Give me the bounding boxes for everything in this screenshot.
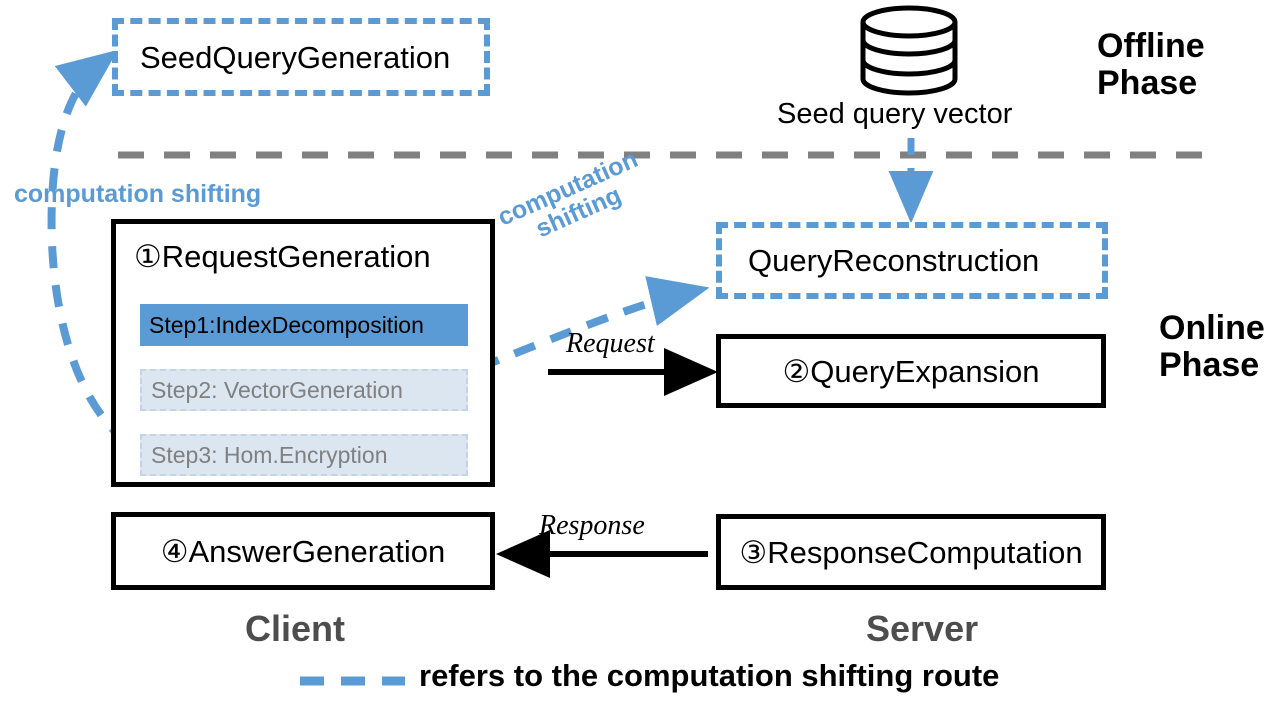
database-cylinder-icon	[860, 5, 958, 96]
query-expansion-box[interactable]: ②QueryExpansion	[716, 334, 1106, 408]
response-computation-box[interactable]: ③ResponseComputation	[716, 514, 1106, 590]
offline-phase-line2: Phase	[1097, 63, 1198, 102]
client-side-label: Client	[245, 608, 346, 649]
seed-query-vector-caption: Seed query vector	[777, 98, 1013, 130]
step2-label: Step2: VectorGeneration	[151, 376, 403, 403]
offline-phase-line1: Offline	[1097, 27, 1205, 65]
online-phase-label: Online Phase	[1159, 310, 1265, 383]
step3-hom-encryption[interactable]: Step3: Hom.Encryption	[140, 434, 468, 476]
online-phase-line2: Phase	[1159, 345, 1260, 384]
query-expansion-label: ②QueryExpansion	[782, 353, 1040, 389]
online-phase-line1: Online	[1159, 309, 1265, 347]
request-edge-label: Request	[566, 328, 655, 359]
legend-text: refers to the computation shifting route	[419, 658, 1000, 693]
step2-vector-generation[interactable]: Step2: VectorGeneration	[140, 369, 468, 411]
seed-query-generation-box[interactable]: SeedQueryGeneration	[112, 18, 490, 96]
step1-index-decomposition[interactable]: Step1:IndexDecomposition	[140, 304, 468, 346]
request-generation-title: ①RequestGeneration	[134, 239, 431, 274]
answer-generation-label: ④AnswerGeneration	[160, 533, 446, 569]
query-reconstruction-label: QueryReconstruction	[748, 243, 1040, 278]
server-side-label: Server	[866, 608, 979, 649]
query-reconstruction-box[interactable]: QueryReconstruction	[716, 222, 1108, 299]
offline-phase-label: Offline Phase	[1097, 28, 1205, 101]
seed-query-generation-label: SeedQueryGeneration	[140, 39, 451, 75]
response-computation-label: ③ResponseComputation	[739, 534, 1083, 570]
response-edge-label: Response	[539, 510, 645, 541]
computation-shifting-diagonal-label: computation shifting	[494, 145, 652, 255]
request-generation-box[interactable]: ①RequestGeneration Step1:IndexDecomposit…	[111, 219, 495, 487]
step3-label: Step3: Hom.Encryption	[151, 441, 388, 468]
answer-generation-box[interactable]: ④AnswerGeneration	[111, 512, 495, 590]
computation-shifting-left-label: computation shifting	[14, 180, 262, 208]
step1-label: Step1:IndexDecomposition	[149, 311, 424, 338]
